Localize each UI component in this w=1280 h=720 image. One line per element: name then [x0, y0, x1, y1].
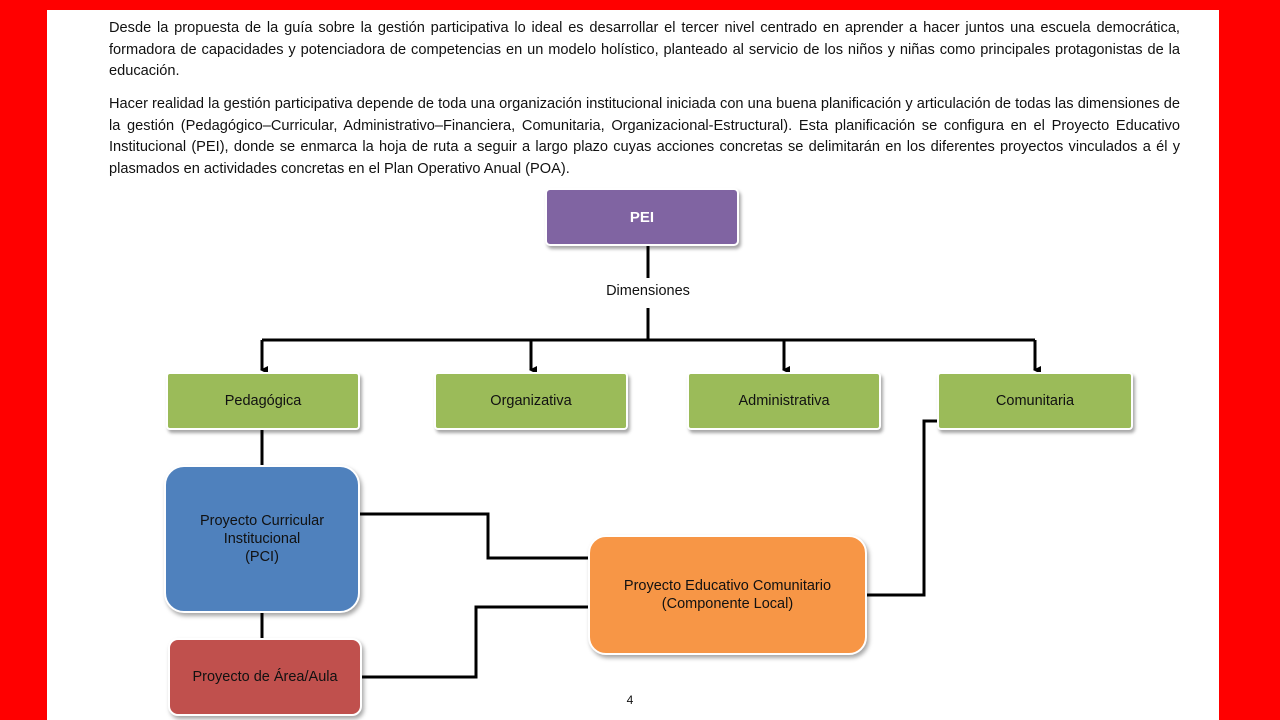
diagram-connectors [260, 246, 1041, 679]
aula-box: Proyecto de Área/Aula [168, 638, 362, 716]
pci-line-2: Institucional [223, 531, 301, 547]
page-number: 4 [626, 693, 634, 707]
paragraph-intro: Desde la propuesta de la guía sobre la g… [109, 20, 1180, 79]
connector-pci-pec [360, 512, 588, 560]
pec-line-1: Proyecto Educativo Comunitario [623, 578, 832, 594]
pei-box: PEI [545, 188, 739, 246]
dimension-pedagogica: Pedagógica [166, 372, 360, 430]
paragraph-planning: Hacer realidad la gestión participativa … [109, 96, 1180, 177]
connector-aula-pec [362, 605, 588, 679]
dimensiones-label: Dimensiones [593, 283, 703, 299]
connector-pec-comunitaria [867, 419, 937, 597]
pec-box: Proyecto Educativo Comunitario (Componen… [588, 535, 867, 655]
pci-line-1: Proyecto Curricular [199, 513, 325, 529]
dimension-organizativa: Organizativa [434, 372, 628, 430]
pec-line-2: (Componente Local) [661, 596, 794, 612]
pci-line-3: (PCI) [245, 549, 279, 565]
dimension-administrativa: Administrativa [687, 372, 881, 430]
document-page: Desde la propuesta de la guía sobre la g… [47, 10, 1219, 720]
pci-box: Proyecto Curricular Institucional (PCI) [164, 465, 360, 613]
dimension-comunitaria: Comunitaria [937, 372, 1133, 430]
